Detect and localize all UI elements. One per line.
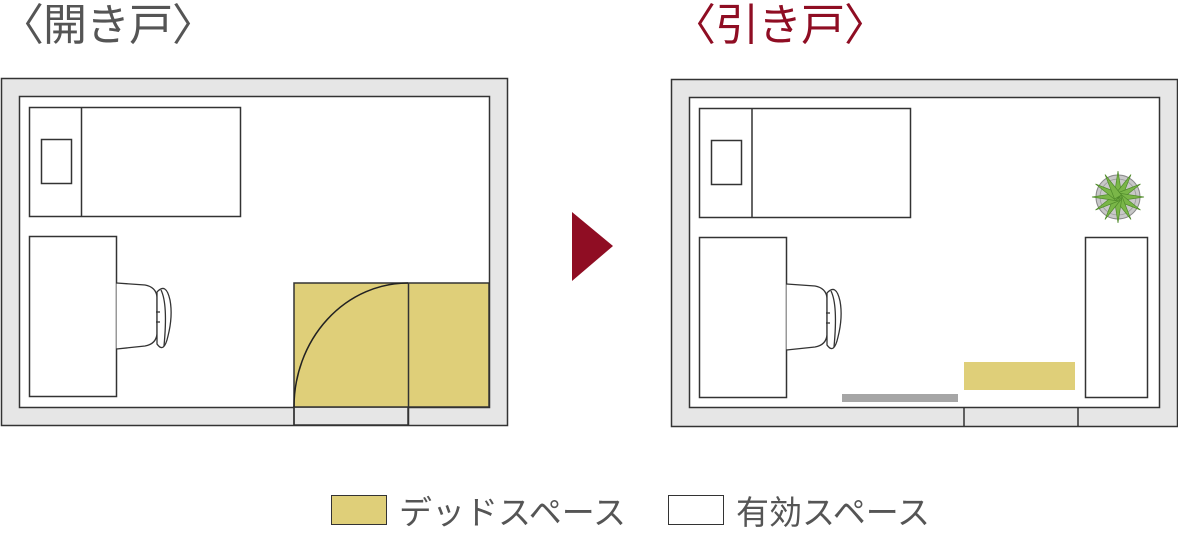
door-opening: [293, 406, 409, 426]
legend-dead-space: デッドスペース: [331, 490, 626, 532]
chair-icon: [116, 282, 172, 350]
pillow: [710, 139, 743, 186]
door-swing-arc: [293, 282, 409, 408]
title-hinged-door: 〈開き戸〉: [0, 0, 216, 51]
dead-space: [964, 362, 1075, 390]
sliding-door-panel: [842, 394, 958, 402]
plant-icon: [1091, 170, 1145, 224]
dead-space: [293, 282, 490, 408]
dead-space-swatch: [331, 495, 387, 525]
desk: [28, 235, 118, 398]
cabinet: [1084, 236, 1149, 399]
chair-icon: [786, 283, 842, 351]
triangle-right-icon: [572, 212, 613, 281]
legend-effective-space: 有効スペース: [668, 490, 930, 532]
effective-space-swatch: [668, 495, 724, 525]
pillow: [40, 138, 73, 185]
hinged-door-plan: [0, 77, 509, 427]
desk: [698, 236, 788, 399]
title-sliding-door: 〈引き戸〉: [672, 0, 888, 51]
dead-space-label: デッドスペース: [399, 493, 627, 532]
sliding-door-plan: [670, 78, 1178, 428]
effective-space-label: 有効スペース: [736, 493, 931, 532]
